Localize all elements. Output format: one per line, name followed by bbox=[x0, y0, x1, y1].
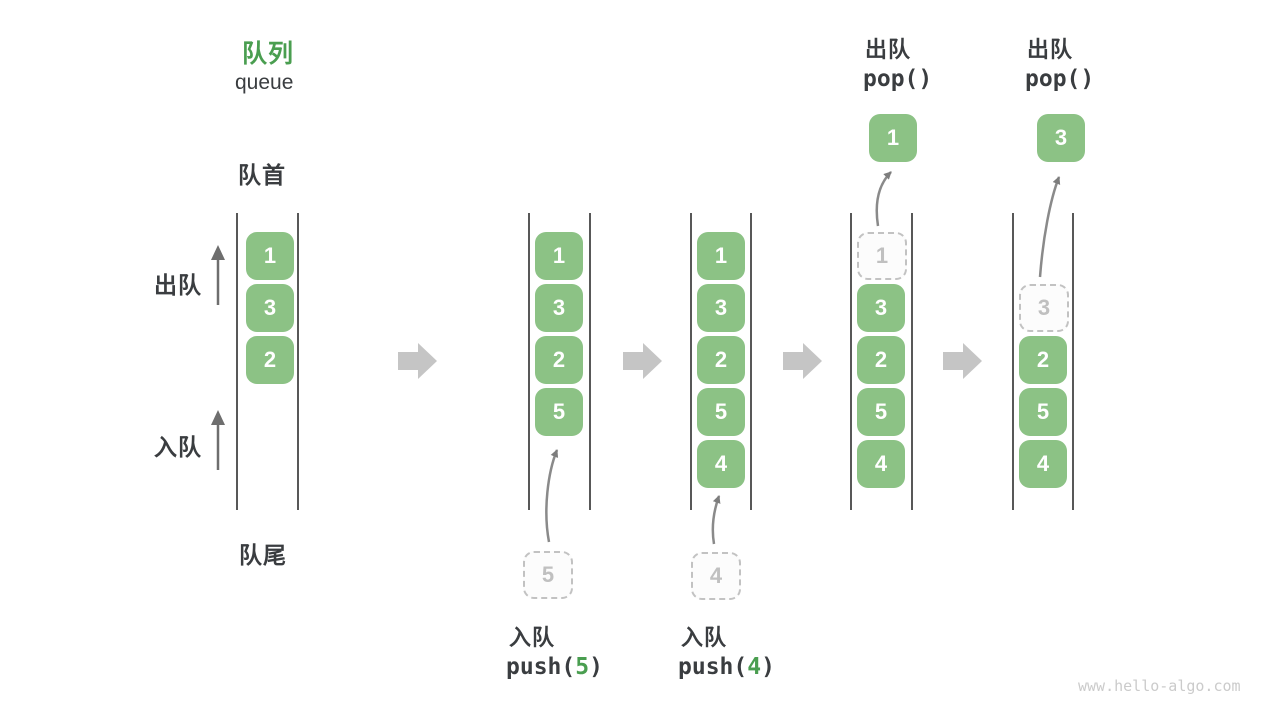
queue-item: 4 bbox=[857, 440, 905, 488]
incoming-item-ghost: 4 bbox=[691, 552, 741, 600]
removed-item-ghost: 3 bbox=[1019, 284, 1069, 332]
push-call-prefix: push( bbox=[506, 654, 576, 680]
push-call-arg: 4 bbox=[747, 654, 762, 680]
queue-item: 3 bbox=[246, 284, 294, 332]
queue-wall bbox=[236, 213, 238, 510]
push-call-label: push(4) bbox=[678, 654, 775, 680]
dequeue-curve-arrow bbox=[875, 171, 892, 227]
dequeue-direction-label: 出队 bbox=[154, 272, 202, 298]
enqueue-op-label: 入队 bbox=[509, 625, 556, 650]
dequeue-curve-arrow bbox=[1038, 176, 1061, 278]
site-watermark: www.hello-algo.com bbox=[1078, 677, 1241, 695]
queue-wall bbox=[850, 213, 852, 510]
transition-arrow bbox=[623, 343, 662, 379]
queue-item: 5 bbox=[697, 388, 745, 436]
incoming-item-ghost: 5 bbox=[523, 551, 573, 599]
diagram-title-en: queue bbox=[235, 71, 294, 94]
queue-item: 3 bbox=[857, 284, 905, 332]
popped-item: 1 bbox=[869, 114, 917, 162]
queue-wall bbox=[1072, 213, 1074, 510]
dequeue-up-arrow bbox=[211, 245, 225, 305]
enqueue-curve-arrow bbox=[545, 449, 559, 543]
queue-item: 2 bbox=[697, 336, 745, 384]
queue-item: 2 bbox=[1019, 336, 1067, 384]
transition-arrow bbox=[943, 343, 982, 379]
transition-arrow bbox=[783, 343, 822, 379]
queue-item: 4 bbox=[697, 440, 745, 488]
pop-call-label: pop() bbox=[1025, 66, 1095, 92]
push-call-suffix: ) bbox=[589, 654, 603, 680]
queue-front-label: 队首 bbox=[238, 162, 286, 188]
push-call-suffix: ) bbox=[761, 654, 775, 680]
transition-arrow bbox=[398, 343, 437, 379]
queue-item: 3 bbox=[697, 284, 745, 332]
enqueue-up-arrow bbox=[211, 410, 225, 470]
queue-item: 2 bbox=[246, 336, 294, 384]
dequeue-op-label: 出队 bbox=[1027, 37, 1074, 62]
queue-item: 3 bbox=[535, 284, 583, 332]
removed-item-ghost: 1 bbox=[857, 232, 907, 280]
queue-item: 2 bbox=[535, 336, 583, 384]
pop-call-label: pop() bbox=[863, 66, 933, 92]
push-call-arg: 5 bbox=[575, 654, 590, 680]
enqueue-op-label: 入队 bbox=[681, 625, 728, 650]
queue-wall bbox=[589, 213, 591, 510]
dequeue-op-label: 出队 bbox=[865, 37, 912, 62]
queue-item: 1 bbox=[697, 232, 745, 280]
queue-item: 4 bbox=[1019, 440, 1067, 488]
diagram-title-zh: 队列 bbox=[242, 40, 295, 68]
queue-item: 5 bbox=[1019, 388, 1067, 436]
popped-item: 3 bbox=[1037, 114, 1085, 162]
push-call-prefix: push( bbox=[678, 654, 748, 680]
enqueue-curve-arrow bbox=[711, 495, 721, 545]
queue-item: 5 bbox=[857, 388, 905, 436]
queue-wall bbox=[1012, 213, 1014, 510]
queue-wall bbox=[690, 213, 692, 510]
queue-rear-label: 队尾 bbox=[239, 542, 287, 568]
queue-item: 5 bbox=[535, 388, 583, 436]
queue-item: 2 bbox=[857, 336, 905, 384]
queue-wall bbox=[528, 213, 530, 510]
queue-wall bbox=[911, 213, 913, 510]
queue-item: 1 bbox=[535, 232, 583, 280]
push-call-label: push(5) bbox=[506, 654, 603, 680]
queue-wall bbox=[297, 213, 299, 510]
queue-item: 1 bbox=[246, 232, 294, 280]
enqueue-direction-label: 入队 bbox=[154, 434, 202, 460]
queue-wall bbox=[750, 213, 752, 510]
